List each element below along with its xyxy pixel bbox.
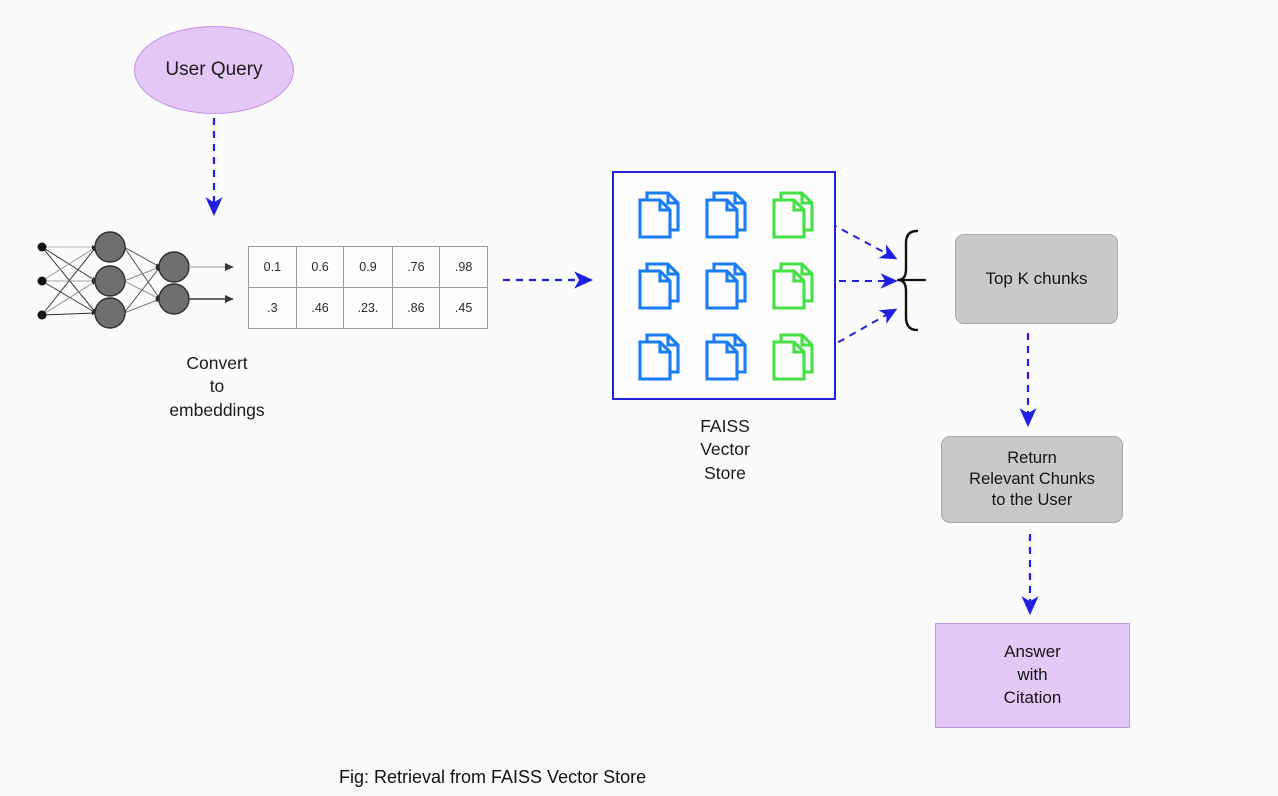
table-cell: .86	[391, 287, 441, 329]
neural-network-graphic	[37, 231, 234, 329]
table-cell: .23.	[343, 287, 393, 329]
table-cell: 0.1	[248, 246, 297, 288]
table-cell: .45	[439, 287, 488, 329]
document-icon[interactable]	[631, 330, 683, 384]
table-cell: .3	[248, 287, 297, 329]
label-convert-to-embeddings: Convert to embeddings	[169, 353, 265, 420]
table-cell: 0.9	[343, 246, 393, 288]
document-icon[interactable]	[631, 188, 683, 242]
figure-caption: Fig: Retrieval from FAISS Vector Store	[339, 767, 647, 787]
embedding-vector-table: 0.1 0.6 0.9 .76 .98 .3 .46 .23. .86 .45	[248, 246, 488, 329]
table-cell: 0.6	[295, 246, 345, 288]
node-return-relevant-chunks[interactable]: Return Relevant Chunks to the User	[941, 436, 1123, 523]
table-row: 0.1 0.6 0.9 .76 .98	[248, 246, 488, 288]
table-cell: .98	[439, 246, 488, 288]
table-row: .3 .46 .23. .86 .45	[248, 287, 488, 329]
document-icon[interactable]	[698, 188, 750, 242]
document-icon[interactable]	[698, 259, 750, 313]
node-top-k-chunks[interactable]: Top K chunks	[955, 234, 1118, 324]
document-icon-matched[interactable]	[765, 330, 817, 384]
document-icon[interactable]	[631, 259, 683, 313]
document-grid	[624, 180, 824, 392]
curly-brace	[896, 229, 927, 332]
document-icon-matched[interactable]	[765, 259, 817, 313]
document-icon[interactable]	[698, 330, 750, 384]
document-icon-matched[interactable]	[765, 188, 817, 242]
table-cell: .76	[391, 246, 441, 288]
table-cell: .46	[295, 287, 345, 329]
node-answer-with-citation[interactable]: Answer with Citation	[935, 623, 1130, 728]
node-user-query[interactable]: User Query	[134, 26, 294, 114]
label-faiss-vector-store: FAISS Vector Store	[700, 416, 750, 483]
